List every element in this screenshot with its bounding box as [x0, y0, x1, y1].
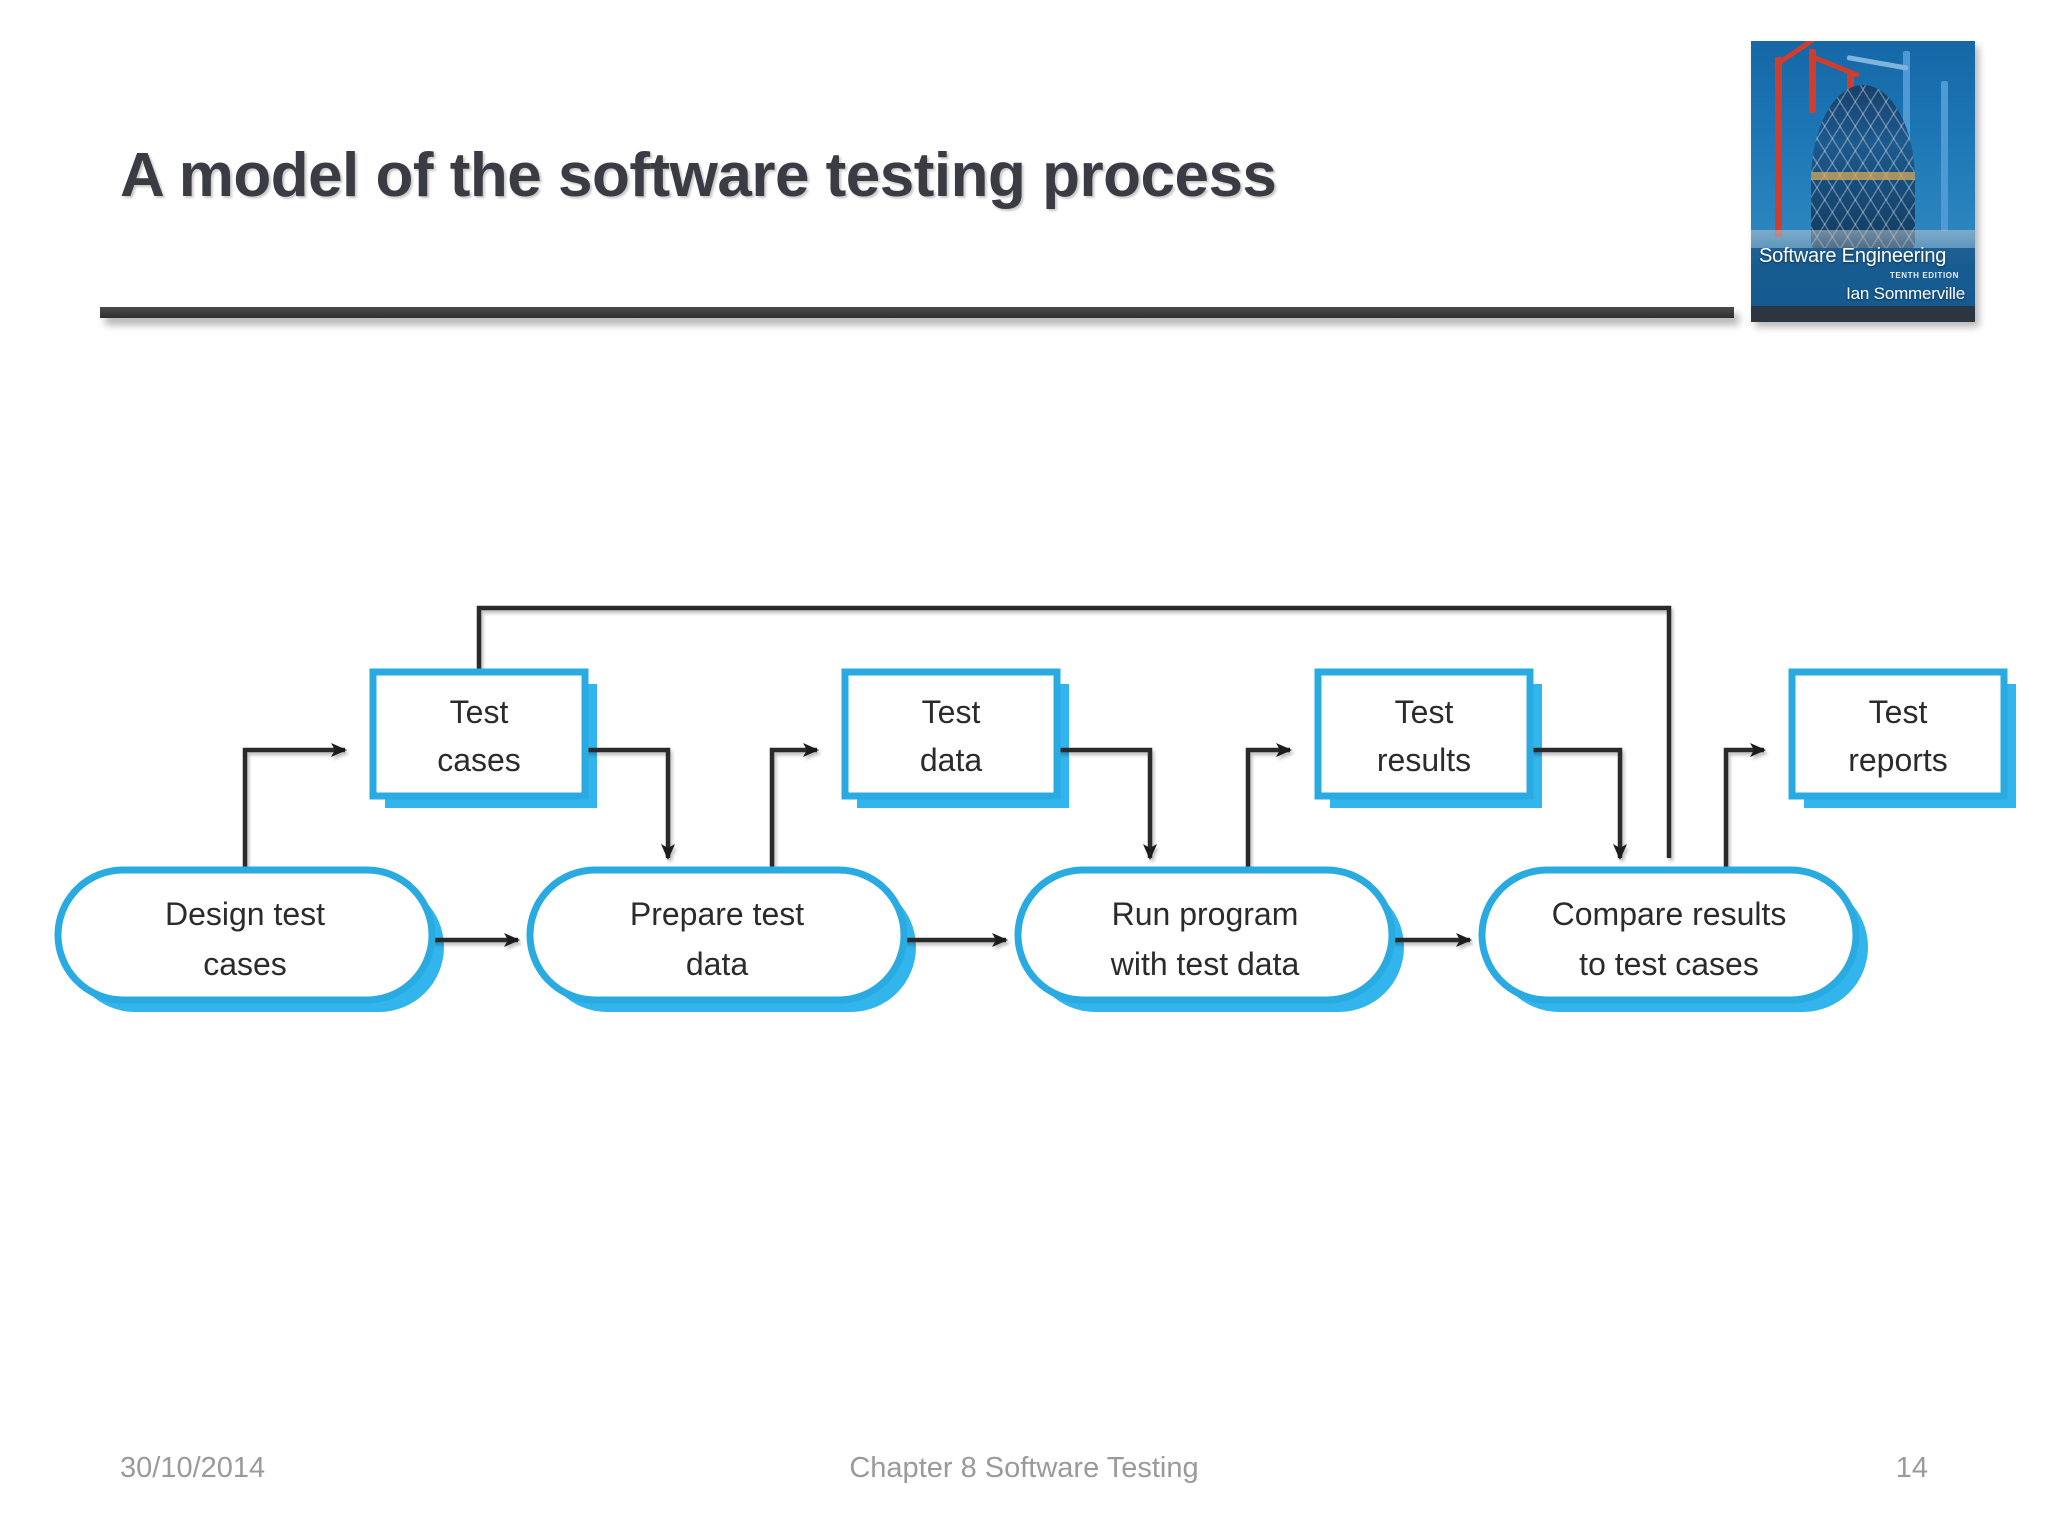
artifact-shadows: [385, 684, 2016, 808]
node-prepare-test-data[interactable]: [526, 866, 908, 1004]
flow-run-produces-testresults: [1245, 743, 1292, 870]
node-run-program[interactable]: [1014, 866, 1396, 1004]
book-cover-band: [1751, 248, 1975, 306]
footer-page-number: 14: [1895, 1452, 1928, 1484]
footer-date: 30/10/2014: [120, 1452, 266, 1484]
label-test-data-line2: data: [920, 742, 982, 778]
flow-connectors: [242, 605, 1766, 947]
label-test-reports-line2: reports: [1848, 742, 1948, 778]
label-run-line2: with test data: [1110, 946, 1300, 982]
gherkin-building-icon: [1811, 85, 1915, 253]
flow-testresults-consumed-compare: [1530, 747, 1627, 860]
flow-compare-produces-testreports: [1723, 743, 1766, 870]
book-author: Ian Sommerville: [1846, 284, 1965, 303]
artifact-nodes: [369, 668, 2008, 800]
label-test-cases-line1: Test: [450, 694, 509, 730]
node-test-results[interactable]: [1314, 668, 1534, 800]
flow-prepare-produces-testdata: [769, 743, 819, 870]
label-test-data-line1: Test: [922, 694, 981, 730]
book-edition: TENTH EDITION: [1889, 271, 1959, 280]
node-design-test-cases[interactable]: [54, 866, 436, 1004]
slide-footer: 30/10/2014 Chapter 8 Software Testing 14: [0, 1452, 2048, 1498]
flow-testdata-consumed-run: [1057, 747, 1157, 860]
label-test-results-line2: results: [1377, 742, 1471, 778]
label-design-line2: cases: [203, 946, 287, 982]
flow-design-produces-testcases: [242, 743, 347, 870]
label-prepare-line2: data: [686, 946, 748, 982]
book-title: Software Engineering: [1759, 245, 1947, 267]
activity-labels: Design test cases Prepare test data Run …: [165, 896, 1786, 982]
book-cover-bottom-strip: [1751, 306, 1975, 322]
flow-testcases-consumed-prepare: [585, 747, 675, 860]
label-test-reports-line1: Test: [1869, 694, 1928, 730]
label-test-cases-line2: cases: [437, 742, 521, 778]
page-title: A model of the software testing process: [120, 141, 1277, 210]
crane-icon: [1809, 49, 1816, 113]
crane-icon: [1941, 81, 1948, 231]
label-compare-line1: Compare results: [1552, 896, 1787, 932]
footer-chapter: Chapter 8 Software Testing: [849, 1452, 1199, 1484]
crane-icon: [1775, 57, 1782, 237]
node-test-data[interactable]: [841, 668, 1061, 800]
label-compare-line2: to test cases: [1579, 946, 1759, 982]
label-test-results-line1: Test: [1395, 694, 1454, 730]
book-cover-image: Software Engineering TENTH EDITION Ian S…: [1751, 41, 1975, 322]
flow-feedback-testcases-compare: [476, 605, 1672, 858]
node-test-cases[interactable]: [369, 668, 589, 800]
label-prepare-line1: Prepare test: [630, 896, 804, 932]
label-design-line1: Design test: [165, 896, 325, 932]
title-divider: [100, 307, 1734, 318]
activity-nodes: [54, 866, 1860, 1004]
node-test-reports[interactable]: [1788, 668, 2008, 800]
label-run-line1: Run program: [1112, 896, 1299, 932]
node-compare-results[interactable]: [1478, 866, 1860, 1004]
artifact-labels: Test cases Test data Test results Test r…: [437, 694, 1948, 778]
